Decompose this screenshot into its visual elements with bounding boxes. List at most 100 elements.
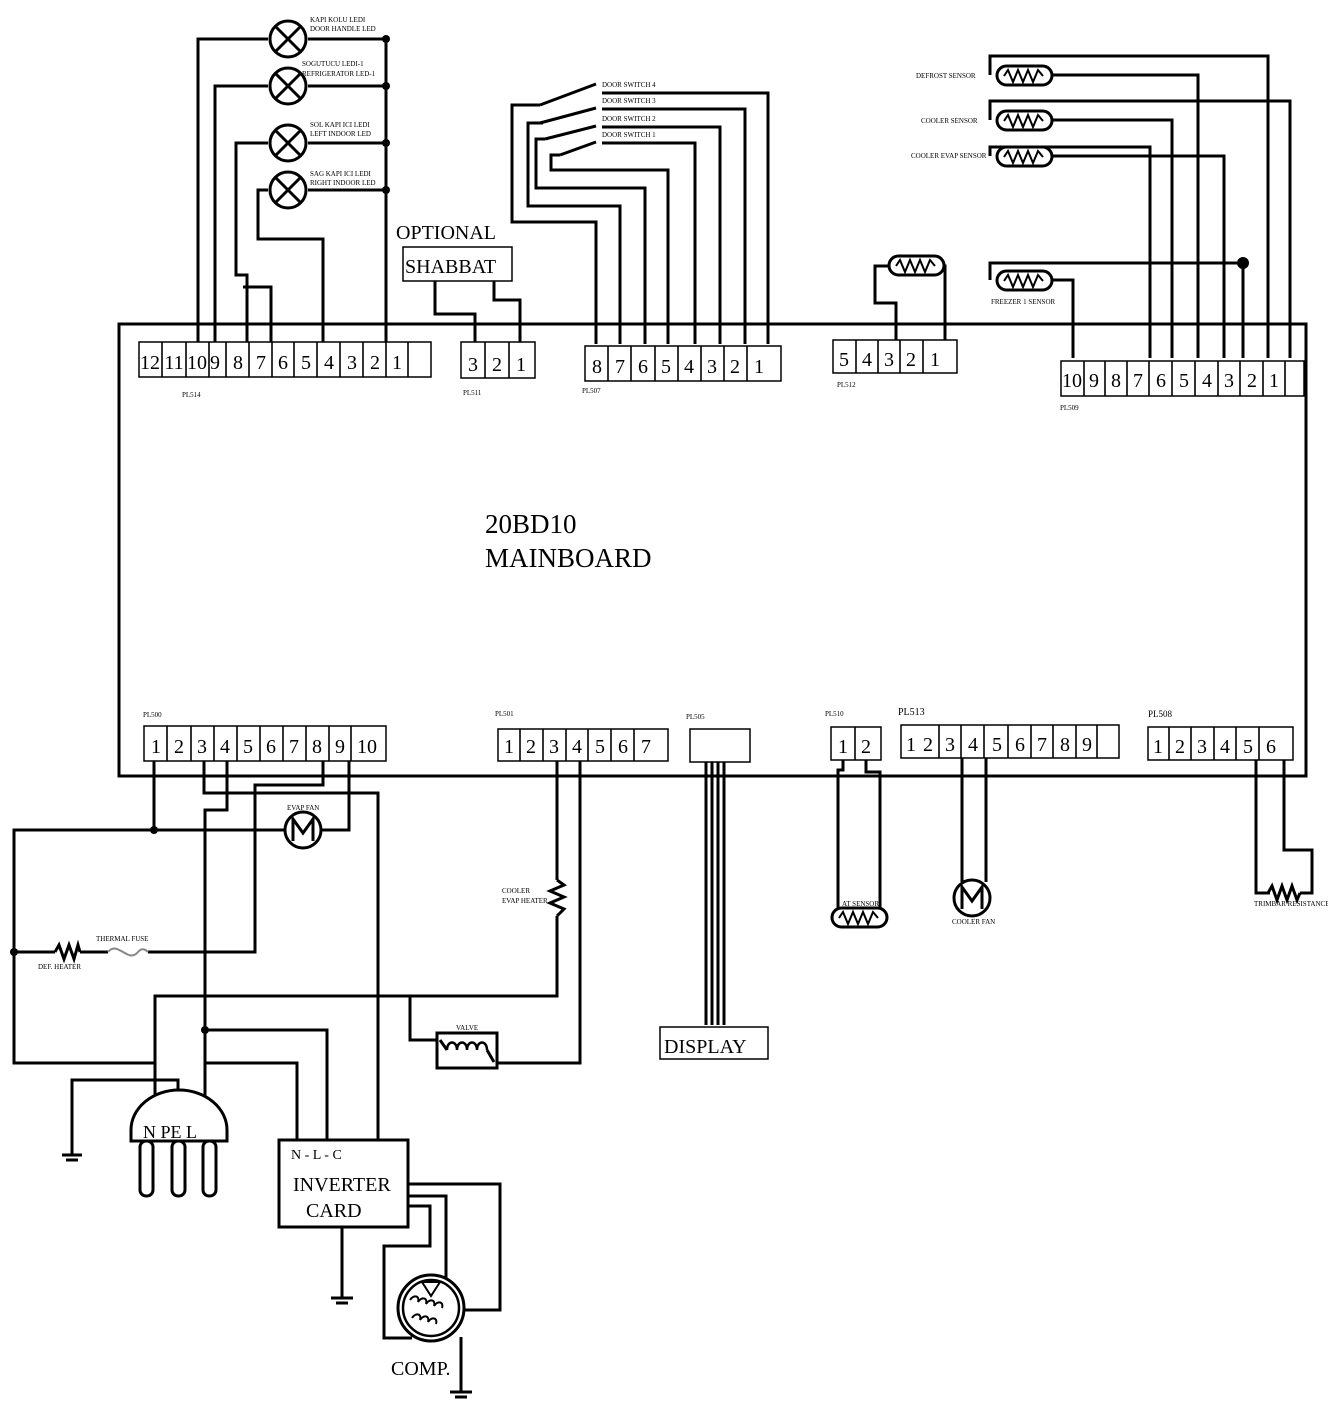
pin-label: 12 <box>140 352 160 374</box>
led-lamp-icon <box>268 170 308 210</box>
led-lamp-icon <box>268 123 308 163</box>
cooler-sensor-label: COOLER SENSOR <box>921 117 978 125</box>
pin-label: 1 <box>504 736 514 758</box>
led-lamp-icon <box>268 66 308 106</box>
pin-label: 1 <box>906 734 916 756</box>
pin-label: 6 <box>1266 736 1276 758</box>
connector-pl505: PL505 <box>686 713 751 763</box>
pin-label: 2 <box>1175 736 1185 758</box>
ground-icon <box>62 1153 82 1162</box>
pin-label: 5 <box>243 736 253 758</box>
trimbar-label: TRIMBAR RESISTANCE <box>1254 900 1328 908</box>
pin-label: 4 <box>1202 370 1212 392</box>
def-heater-label: DEF. HEATER <box>38 963 81 971</box>
power-wiring <box>10 761 582 1155</box>
door-switch-label: DOOR SWITCH 3 <box>602 97 656 105</box>
pin-label: 5 <box>595 736 605 758</box>
pin-label: 1 <box>930 349 940 371</box>
pin-label: 8 <box>233 352 243 374</box>
compressor-label: COMP. <box>391 1358 450 1380</box>
led-label: RIGHT INDOOR LED <box>310 179 376 187</box>
connector-label: PL513 <box>898 707 925 718</box>
door-switch-label: DOOR SWITCH 4 <box>602 81 656 89</box>
pin-label: 6 <box>618 736 628 758</box>
led-lamp-icon <box>268 19 308 59</box>
pin-label: 4 <box>572 736 582 758</box>
pin-label: 1 <box>1269 370 1279 392</box>
board-name: 20BD10 <box>485 509 577 539</box>
connector-label: PL500 <box>143 711 162 719</box>
led-label: LEFT INDOOR LED <box>310 130 371 138</box>
connector-pl501: 1 2 3 4 5 6 7 PL501 <box>495 710 669 762</box>
pin-label: 5 <box>661 356 671 378</box>
pin-label: 8 <box>312 736 322 758</box>
cooler-evap-heater-label: EVAP HEATER <box>502 897 548 905</box>
inverter-label: INVERTER <box>293 1174 391 1196</box>
pin-label: 8 <box>592 356 602 378</box>
pin-label: 7 <box>1037 734 1047 756</box>
pin-label: 4 <box>968 734 978 756</box>
pin-label: 6 <box>278 352 288 374</box>
cooler-fan-label: COOLER FAN <box>952 918 995 926</box>
display-box <box>659 1026 769 1060</box>
def-heater-resistor-icon <box>53 939 82 964</box>
display-label: DISPLAY <box>664 1036 747 1058</box>
board-subtitle: MAINBOARD <box>485 543 652 573</box>
inverter-terminals-label: N - L - C <box>291 1148 342 1163</box>
compressor-wiring <box>382 1182 502 1392</box>
connector-pl510: 1 2 PL510 <box>825 710 882 761</box>
pin-label: 9 <box>1089 370 1099 392</box>
shabbat-label: SHABBAT <box>405 256 496 278</box>
freezer-sensor-icon <box>995 269 1054 292</box>
connector-pl507: 8 7 6 5 4 3 2 1 PL507 <box>582 345 782 395</box>
pin-label: 3 <box>468 354 478 376</box>
pin-label: 4 <box>684 356 694 378</box>
led-label: REFRIGERATOR LED-1 <box>302 70 376 78</box>
pin-label: 6 <box>638 356 648 378</box>
mains-plug-icon <box>129 1088 229 1198</box>
pin-label: 5 <box>1179 370 1189 392</box>
pin-label: 7 <box>256 352 266 374</box>
led-label: SOGUTUCU LEDI-1 <box>302 60 364 68</box>
connector-label: PL512 <box>837 381 856 389</box>
connector-label: PL501 <box>495 710 514 718</box>
led-label: SOL KAPI ICI LEDI <box>310 121 370 129</box>
sensor-wiring <box>988 54 1292 358</box>
pin-label: 2 <box>906 349 916 371</box>
pin-label: 3 <box>1197 736 1207 758</box>
pin-label: 10 <box>187 352 207 374</box>
ground-icon <box>331 1296 353 1305</box>
pin-label: 1 <box>516 354 526 376</box>
cooler-evap-sensor-label: COOLER EVAP SENSOR <box>911 152 987 160</box>
connector-label: PL507 <box>582 387 601 395</box>
pin-label: 6 <box>266 736 276 758</box>
pin-label: 5 <box>839 349 849 371</box>
pin-label: 2 <box>370 352 380 374</box>
pin-label: 3 <box>1224 370 1234 392</box>
cooler-evap-sensor-icon <box>995 145 1054 168</box>
connector-pl508: 1 2 3 4 5 6 PL508 <box>1147 709 1294 761</box>
sensor-icon <box>887 254 946 277</box>
connector-label: PL508 <box>1148 709 1173 719</box>
pin-label: 6 <box>1015 734 1025 756</box>
optional-label: OPTIONAL <box>396 222 496 244</box>
trimbar-resistor-icon <box>1266 881 1302 905</box>
pin-label: 5 <box>1243 736 1253 758</box>
pin-label: 4 <box>324 352 334 374</box>
valve-icon <box>435 1031 499 1070</box>
led-label: SAG KAPI ICI LEDI <box>310 170 372 178</box>
evap-fan-label: EVAP FAN <box>287 804 319 812</box>
pin-label: 3 <box>347 352 357 374</box>
connector-label: PL511 <box>463 389 482 397</box>
pin-label: 11 <box>164 352 183 374</box>
pin-label: 3 <box>707 356 717 378</box>
door-switch-label: DOOR SWITCH 2 <box>602 115 656 123</box>
display-cable <box>704 762 726 1025</box>
pin-label: 1 <box>754 356 764 378</box>
connector-label: PL505 <box>686 713 705 721</box>
pin-label: 1 <box>838 736 848 758</box>
pin-label: 2 <box>923 734 933 756</box>
pin-label: 2 <box>861 736 871 758</box>
cooler-fan-icon <box>952 878 992 918</box>
